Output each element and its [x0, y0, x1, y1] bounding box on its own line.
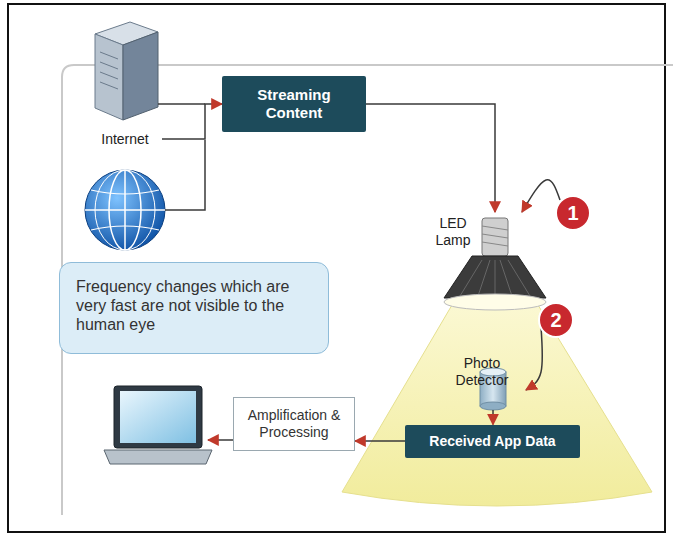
- led-lamp: [444, 218, 546, 310]
- light-cone: [342, 305, 652, 506]
- node-text: Amplification & Processing: [244, 407, 344, 441]
- node-text: Received App Data: [429, 433, 555, 450]
- process-box: Amplification & Processing: [233, 397, 355, 451]
- callout-arrow: [522, 180, 560, 212]
- lamp-node: LED Lamp: [425, 212, 548, 302]
- laptop-icon: [104, 386, 212, 464]
- node-text: Streaming Content: [230, 86, 358, 122]
- callout-text: 2: [550, 308, 561, 332]
- flow-arrow: [162, 104, 222, 139]
- server-icon: [95, 22, 158, 120]
- flow-arrow: [492, 410, 494, 425]
- node-text: Frequency changes which are very fast ar…: [76, 277, 312, 334]
- globe-wire: [165, 140, 205, 210]
- detector-node: Photo Detector: [448, 334, 526, 410]
- callout-arrow: [526, 327, 542, 390]
- node-text: LED Lamp: [428, 215, 478, 249]
- callout-number: 2: [538, 302, 574, 338]
- node-text: Photo Detector: [450, 355, 514, 389]
- flow-arrow: [366, 104, 495, 212]
- output-arrow: [208, 439, 236, 441]
- process-box: Received App Data: [405, 425, 580, 458]
- server-wire: [158, 103, 205, 105]
- flow-arrow: [355, 440, 405, 442]
- process-box: Streaming Content: [222, 76, 366, 132]
- outer-border: [8, 4, 665, 532]
- frame-line: [62, 65, 673, 515]
- callout-text: 1: [567, 201, 578, 225]
- node-text: Internet: [101, 131, 148, 148]
- source-label-node: Internet: [88, 127, 162, 152]
- globe-icon: [85, 170, 165, 250]
- callout-number: 1: [555, 195, 591, 231]
- note-box: Frequency changes which are very fast ar…: [59, 262, 329, 354]
